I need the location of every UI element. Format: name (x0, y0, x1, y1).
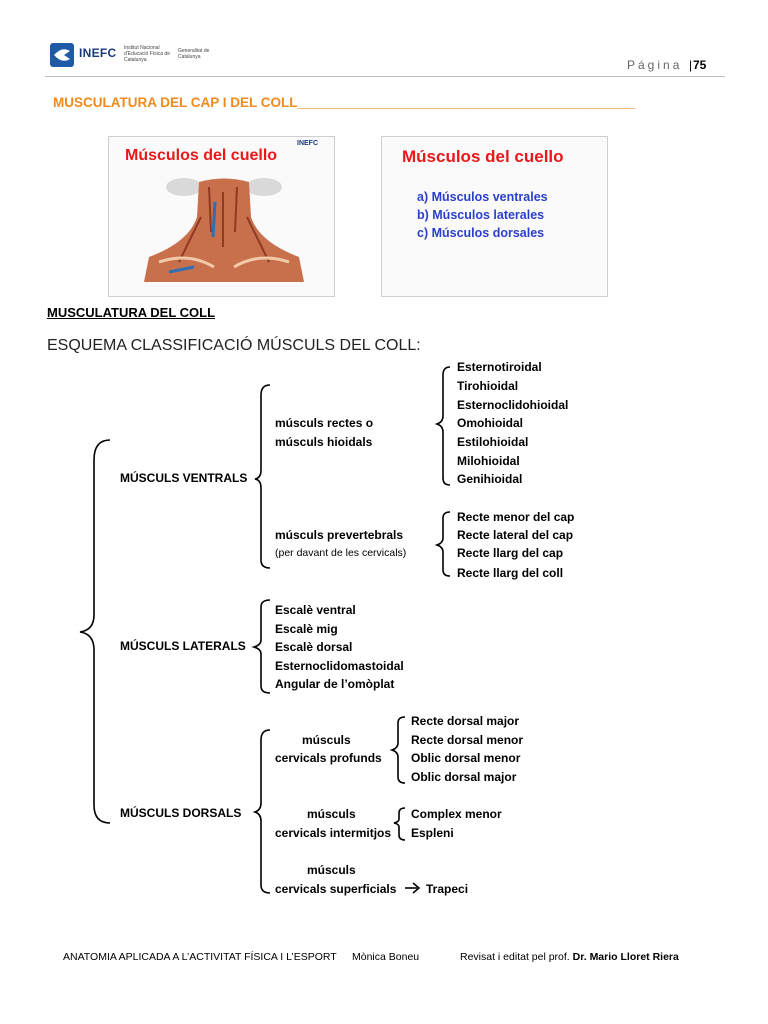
ventral-brace (254, 384, 271, 569)
muscle-item: Escalè dorsal (275, 640, 353, 654)
muscle-item: Milohioidal (457, 454, 520, 468)
main-brace (79, 439, 111, 824)
muscle-item: Esternoclidomastoidal (275, 659, 404, 673)
superficials-group-line1: músculs (307, 863, 356, 877)
muscle-item: Recte lateral del cap (457, 528, 574, 542)
muscle-item: Trapeci (426, 882, 469, 896)
muscle-item: Estilohioidal (457, 435, 529, 449)
schema-title: ESQUEMA CLASSIFICACIÓ MÚSCULS DEL COLL: (47, 337, 421, 354)
muscle-item: Recte llarg del cap (457, 546, 564, 560)
muscle-item: Espleni (411, 826, 454, 840)
slide-item: c) Músculos dorsales (417, 226, 545, 240)
generalitat-logo-text: Generalitat de Catalunya (178, 48, 210, 60)
dorsal-label: MÚSCULS DORSALS (120, 806, 242, 820)
hioidal-brace (434, 366, 451, 486)
lateral-label: MÚSCULS LATERALS (120, 639, 246, 653)
intermitjos-group-line1: músculs (307, 807, 356, 821)
muscle-item: Oblic dorsal menor (411, 751, 521, 765)
muscle-item: Escalè ventral (275, 603, 356, 617)
muscle-item: Recte menor del cap (457, 510, 575, 524)
muscle-item: Escalè mig (275, 622, 338, 636)
muscle-item: Recte dorsal major (411, 714, 520, 728)
muscle-item: Recte dorsal menor (411, 733, 524, 747)
muscle-item: Esternoclidohioidal (457, 398, 569, 412)
slide-item: b) Músculos laterales (417, 208, 545, 222)
slide-title: Músculos del cuello (125, 147, 278, 164)
slide-neck-classification: Músculos del cuello a) Músculos ventrale… (381, 136, 608, 297)
prevertebral-brace (434, 511, 451, 577)
footer-revised-name: Dr. Mario Lloret Riera (572, 951, 679, 963)
muscle-item: Omohioidal (457, 416, 523, 430)
inefc-logo-subtitle: Institut Nacional d'Educació Física de C… (124, 45, 170, 63)
muscle-item: Complex menor (411, 807, 502, 821)
slide-logo: INEFC (297, 140, 318, 147)
profunds-group-line2: cervicals profunds (275, 751, 382, 765)
profunds-group-line1: músculs (302, 733, 351, 747)
arrow-right-icon (405, 882, 421, 894)
page-separator: | (689, 58, 693, 72)
dorsal-brace (252, 729, 271, 894)
muscle-item: Angular de l’omòplat (275, 677, 395, 691)
superficials-group-line2: cervicals superficials (275, 882, 397, 896)
profunds-brace (389, 716, 406, 784)
section-title: MUSCULATURA DEL CAP I DEL COLL__________… (53, 95, 636, 110)
hioidal-group-line1: músculs rectes o (275, 416, 374, 430)
inefc-logo-icon (50, 43, 74, 67)
slide-title: Músculos del cuello (402, 147, 564, 166)
muscle-item: Genihioidal (457, 472, 523, 486)
muscle-item: Oblic dorsal major (411, 770, 517, 784)
page-number: 75 (693, 58, 707, 72)
muscle-item: Tirohioidal (457, 379, 519, 393)
neck-anatomy-illustration (144, 178, 304, 282)
footer-author: Mònica Boneu (352, 951, 420, 963)
prevertebral-group-line1: músculs prevertebrals (275, 528, 404, 542)
slide-item: a) Músculos ventrales (417, 190, 548, 204)
lateral-brace (251, 599, 271, 694)
footer-revised: Revisat i editat pel prof. Dr. Mario Llo… (460, 951, 679, 963)
slide-neck-image: Músculos del cuello INEFC (108, 136, 335, 297)
footer-course: ANATOMIA APLICADA A L’ACTIVITAT FÍSICA I… (63, 951, 337, 963)
intermitjos-brace (393, 807, 406, 841)
muscle-item: Recte llarg del coll (457, 566, 564, 580)
footer-revised-prefix: Revisat i editat pel prof. (460, 951, 573, 963)
ventral-label: MÚSCULS VENTRALS (120, 471, 248, 485)
inefc-logo-text: INEFC (79, 46, 117, 60)
prevertebral-group-line2: (per davant de les cervicals) (275, 547, 407, 559)
hioidal-group-line2: músculs hioidals (275, 435, 373, 449)
page-label: Página (627, 58, 683, 72)
header-divider (45, 76, 725, 77)
intermitjos-group-line2: cervicals intermitjos (275, 826, 392, 840)
muscle-item: Esternotiroidal (457, 360, 542, 374)
subheading: MUSCULATURA DEL COLL (47, 305, 216, 320)
